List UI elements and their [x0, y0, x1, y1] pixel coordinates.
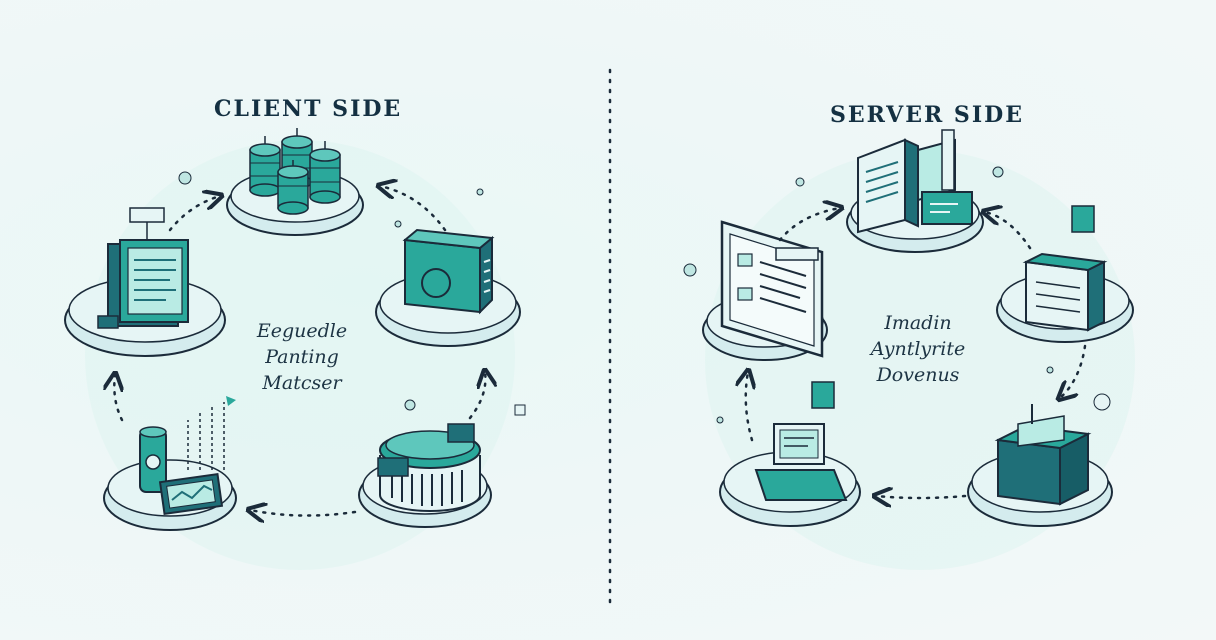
arrow-server-left-to-top — [778, 208, 840, 242]
client-side-title: CLIENT SIDE — [214, 96, 403, 122]
browser-window-icon — [720, 220, 824, 358]
database-cluster-icon — [249, 128, 341, 215]
arrow-server-right-to-top — [985, 212, 1032, 250]
storage-drum-icon — [377, 423, 481, 512]
decorative-dots-server — [683, 166, 1111, 424]
server-caption-line-2: Ayntlyrite — [870, 338, 966, 360]
document-screen-icon — [97, 207, 189, 329]
client-caption-line-1: Eeguedle — [256, 320, 348, 342]
arrow-client-left-to-top — [168, 196, 220, 232]
arrow-client-bottomright-to-right — [468, 372, 485, 420]
client-caption: Eeguedle Panting Matcser — [212, 318, 392, 396]
client-caption-line-3: Matcser — [262, 372, 342, 394]
arrow-server-bottomleft-to-left — [746, 372, 752, 442]
server-caption-line-3: Dovenus — [876, 364, 960, 386]
analytics-device-icon — [139, 396, 236, 516]
server-caption-line-1: Imadin — [884, 312, 952, 334]
server-caption: Imadin Ayntlyrite Dovenus — [828, 310, 1008, 388]
decorative-dots-client — [178, 171, 526, 416]
laptop-icon — [754, 381, 848, 501]
arrow-server-right-to-bottomright — [1060, 344, 1087, 398]
server-side-title: SERVER SIDE — [830, 102, 1024, 128]
file-cabinet-icon — [1022, 205, 1108, 332]
arrow-server-bottomright-to-bottomleft — [876, 496, 967, 498]
server-crate-icon — [994, 404, 1092, 506]
server-box-icon — [402, 228, 495, 315]
client-caption-line-2: Panting — [265, 346, 339, 368]
book-stack-icon — [857, 129, 973, 234]
arrow-client-bottomright-to-bottomleft — [250, 510, 357, 516]
arrow-client-right-to-top — [380, 186, 447, 232]
